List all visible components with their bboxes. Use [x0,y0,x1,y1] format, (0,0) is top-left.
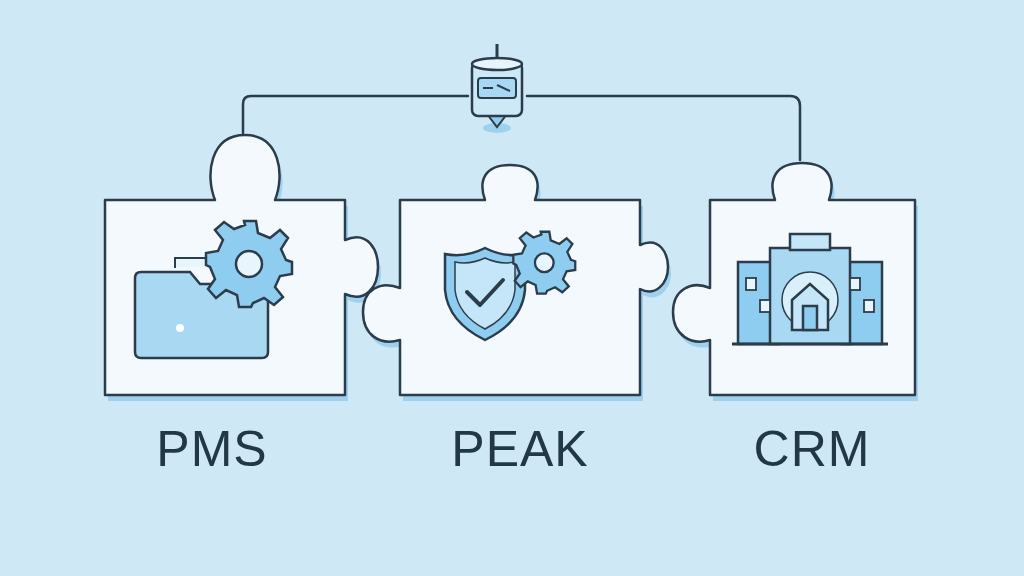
piece-shadow [108,141,381,401]
piece-shape [673,163,915,395]
piece-label: PEAK [451,424,588,474]
puzzle-piece: CRM [665,155,925,485]
piece-label: CRM [754,424,871,474]
piece-label: PMS [156,424,267,474]
device-icon [472,44,522,133]
puzzle-piece: PMS [95,125,395,485]
wire [527,96,800,160]
gear-icon [206,221,292,307]
wire [243,96,468,133]
piece-shadow [366,171,671,401]
building-icon [732,234,888,344]
puzzle-piece: PEAK [355,155,675,485]
piece-shadow [676,169,918,401]
shield-icon [445,248,525,340]
gear-icon [513,232,575,294]
piece-shape [105,135,378,395]
piece-shape [363,165,668,395]
folder-icon [135,258,268,358]
